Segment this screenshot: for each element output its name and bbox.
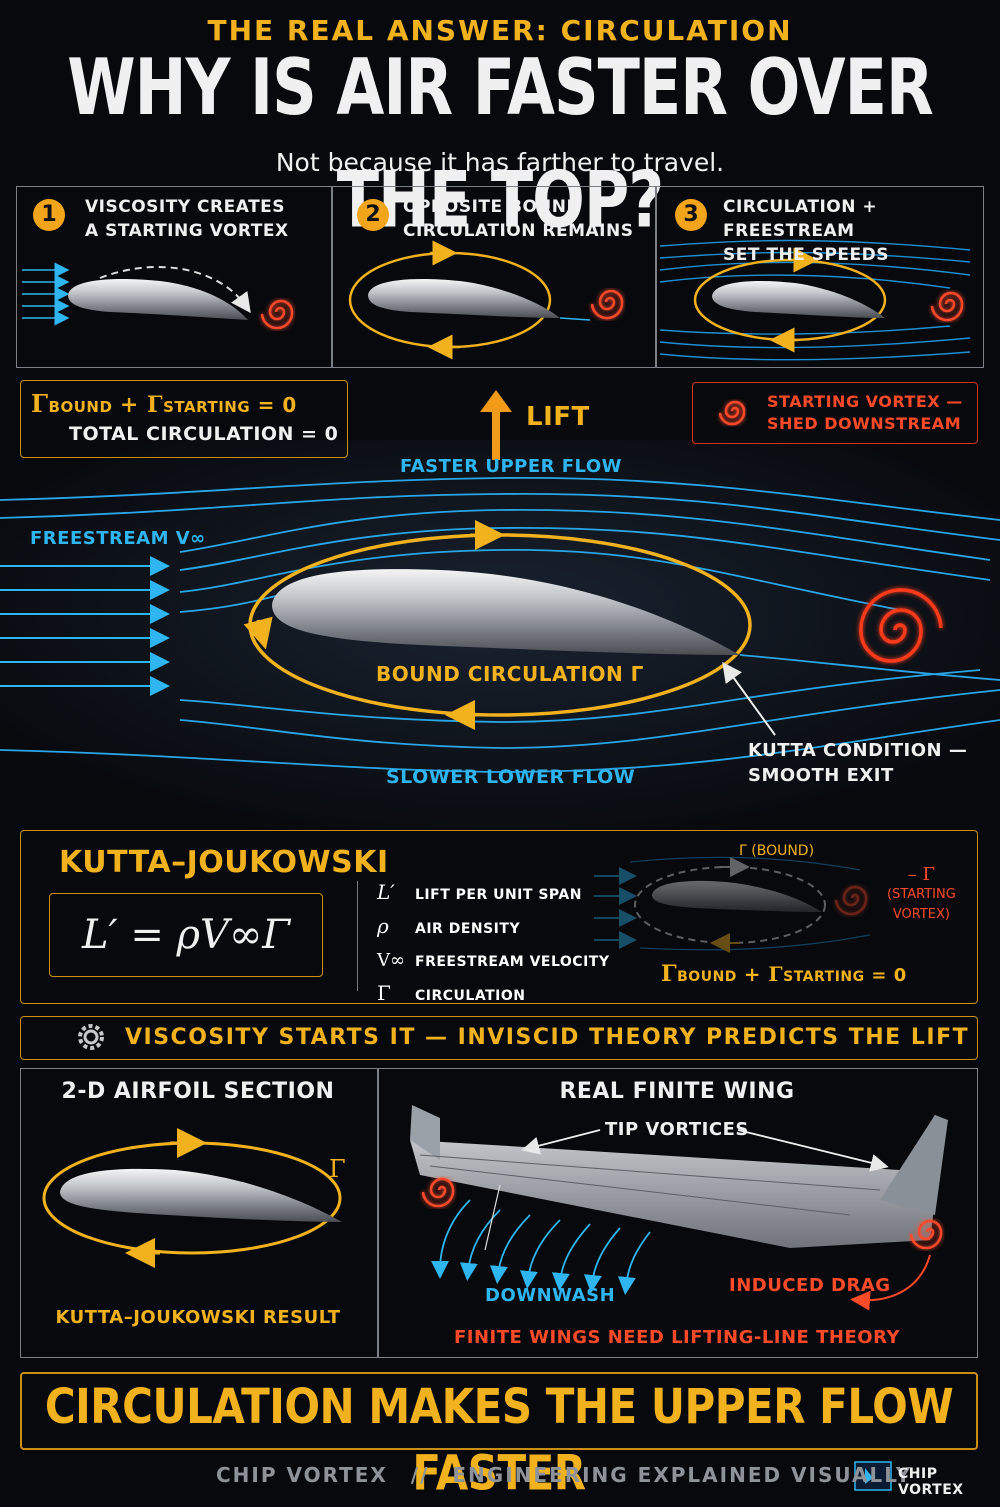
- section2d-result: KUTTA–JOUKOWSKI RESULT: [55, 1307, 341, 1328]
- footer-brand: CHIP VORTEX: [216, 1463, 388, 1487]
- kj-sum-plus: + Γ: [743, 962, 784, 986]
- eq-bound: BOUND: [48, 398, 113, 416]
- footer: CHIP VORTEX // ENGINEERING EXPLAINED VIS…: [216, 1463, 912, 1487]
- legend-vortex-icon: [718, 400, 746, 426]
- wing-title: REAL FINITE WING: [559, 1079, 795, 1104]
- step1-line1: VISCOSITY CREATES: [85, 197, 286, 217]
- kj-start-label-2: (STARTING: [887, 887, 956, 902]
- legend-text-lift: LIFT PER UNIT SPAN: [415, 887, 582, 903]
- tip-vortices-label: TIP VORTICES: [605, 1119, 749, 1140]
- eq-starting: STARTING: [163, 398, 251, 416]
- downwash-label: DOWNWASH: [485, 1285, 616, 1306]
- kutta-line1: KUTTA CONDITION —: [748, 740, 968, 761]
- step-number-3: 3: [675, 199, 707, 231]
- eq-zero: = 0: [257, 393, 297, 417]
- viscosity-banner: VISCOSITY STARTS IT — INVISCID THEORY PR…: [20, 1016, 978, 1060]
- slower-lower-label: SLOWER LOWER FLOW: [386, 766, 636, 788]
- legend-symbol-density: ρ: [377, 914, 389, 938]
- section2d-panel: 2-D AIRFOIL SECTION Γ KUTTA–JOUKOWSKI RE…: [20, 1068, 378, 1358]
- footer-tagline: ENGINEERING EXPLAINED VISUALLY: [452, 1463, 913, 1487]
- lifting-line-label: FINITE WINGS NEED LIFTING-LINE THEORY: [454, 1327, 900, 1348]
- legend-text-density: AIR DENSITY: [415, 921, 521, 937]
- banner-text: VISCOSITY STARTS IT — INVISCID THEORY PR…: [125, 1025, 970, 1050]
- step3-line2: SET THE SPEEDS: [723, 245, 890, 265]
- faster-upper-label: FASTER UPPER FLOW: [400, 456, 623, 477]
- bound-circulation-label: BOUND CIRCULATION Γ: [376, 662, 644, 686]
- main-airfoil: [272, 569, 740, 655]
- section2d-gamma: Γ: [329, 1155, 346, 1183]
- total-circulation: TOTAL CIRCULATION = 0: [69, 423, 339, 445]
- bottom-banner: CIRCULATION MAKES THE UPPER FLOW FASTER: [20, 1372, 978, 1501]
- eq-plus: + Γ: [119, 392, 164, 418]
- legend-symbol-circulation: Γ: [377, 981, 391, 1005]
- step3-airfoil: [693, 247, 964, 353]
- step-number-2: 2: [357, 199, 389, 231]
- lift-label: LIFT: [526, 402, 590, 432]
- starting-vortex-legend: STARTING VORTEX — SHED DOWNSTREAM: [692, 382, 978, 444]
- subtitle: Not because it has farther to travel.: [275, 148, 725, 177]
- circulation-equation-box: ΓBOUND + ΓSTARTING = 0 TOTAL CIRCULATION…: [20, 380, 348, 458]
- step1-graphic: [22, 262, 294, 330]
- finite-wing-panel: REAL FINITE WING TIP VORTICES DOWNWASH I…: [378, 1068, 978, 1358]
- kj-title: KUTTA–JOUKOWSKI: [59, 845, 389, 880]
- step-panel-2: 2 OPPOSITE BOUND CIRCULATION REMAINS: [332, 186, 656, 368]
- kj-sum-gamma: Γ: [661, 961, 678, 987]
- step3-line1: CIRCULATION + FREESTREAM: [723, 197, 878, 241]
- footer-logo-text: CHIP VORTEX: [898, 1466, 964, 1498]
- kj-sum-bound: BOUND: [677, 969, 737, 985]
- kj-start-label-3: VORTEX): [892, 907, 950, 922]
- lift-arrow: [480, 390, 512, 460]
- finite-wing-graphic: [410, 1105, 948, 1311]
- step2-line1: OPPOSITE BOUND: [403, 197, 582, 217]
- gear-icon: [78, 1024, 104, 1050]
- kj-start-label-1: – Γ: [907, 864, 936, 885]
- chip-logo-icon: [854, 1461, 892, 1491]
- page-title: WHY IS AIR FASTER OVER THE TOP?: [67, 41, 933, 246]
- legend-symbol-velocity: V∞: [377, 950, 405, 971]
- step-panel-1: 1 VISCOSITY CREATES A STARTING VORTEX: [16, 186, 332, 368]
- bottom-text: CIRCULATION MAKES THE UPPER FLOW FASTER: [44, 1377, 954, 1501]
- section2d-graphic: [42, 1128, 342, 1268]
- legend-symbol-lift: L′: [377, 880, 395, 904]
- kj-formula: L′ = ρV∞Γ: [81, 912, 291, 958]
- step-panel-3: 3 CIRCULATION + FREESTREAM SET THE SPEED…: [656, 186, 984, 368]
- step1-line2: A STARTING VORTEX: [85, 221, 289, 241]
- step-number-1: 1: [33, 199, 65, 231]
- kj-bound-label: Γ (BOUND): [739, 843, 815, 859]
- eq-gamma: Γ: [31, 389, 49, 418]
- kj-sum: ΓBOUND + ΓSTARTING = 0: [661, 961, 907, 987]
- step2-line2: CIRCULATION REMAINS: [403, 221, 634, 241]
- kicker: THE REAL ANSWER: CIRCULATION: [207, 14, 793, 47]
- legend-vortex-line2: SHED DOWNSTREAM: [767, 414, 962, 433]
- section2d-title: 2-D AIRFOIL SECTION: [61, 1079, 335, 1104]
- freestream-label: FREESTREAM V∞: [30, 528, 206, 549]
- kj-legend: L′ LIFT PER UNIT SPAN ρ AIR DENSITY V∞ FREE…: [377, 877, 609, 1012]
- legend-text-circulation: CIRCULATION: [415, 988, 526, 1004]
- kj-sum-starting: STARTING: [783, 969, 865, 985]
- kj-formula-box: L′ = ρV∞Γ: [49, 893, 323, 977]
- step2-graphic: [348, 240, 624, 360]
- main-starting-vortex: [859, 588, 943, 663]
- kutta-joukowski-panel: KUTTA–JOUKOWSKI L′ = ρV∞Γ L′ LIFT PER UNI…: [20, 830, 978, 1005]
- kutta-line2: SMOOTH EXIT: [748, 765, 894, 786]
- kj-sum-eq: = 0: [871, 965, 907, 986]
- induced-drag-label: INDUCED DRAG: [729, 1275, 891, 1296]
- legend-text-velocity: FREESTREAM VELOCITY: [415, 954, 610, 970]
- footer-sep: //: [410, 1463, 430, 1487]
- freestream-arrows: [0, 556, 170, 696]
- legend-vortex-line1: STARTING VORTEX —: [767, 392, 963, 411]
